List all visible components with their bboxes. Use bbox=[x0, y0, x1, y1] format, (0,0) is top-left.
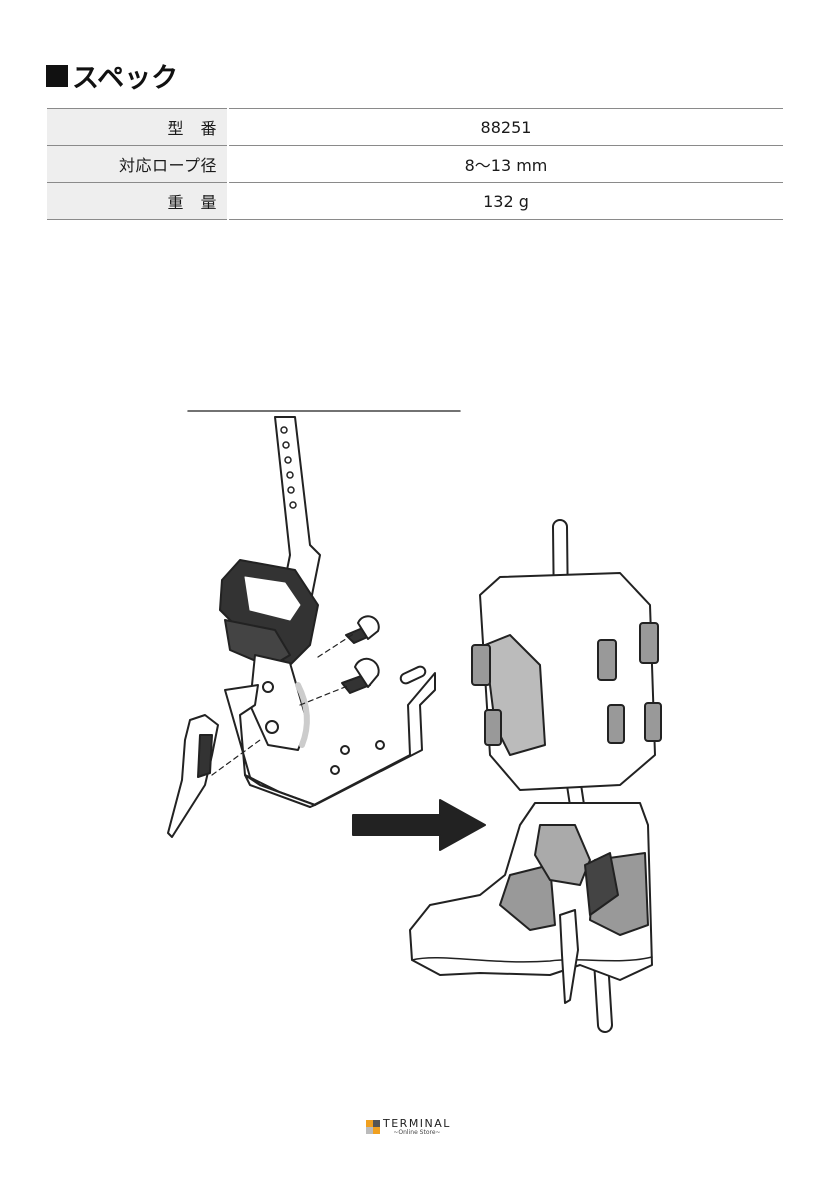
table-row: 対応ロープ径 8～13 mm bbox=[47, 145, 783, 183]
table-row: 型 番 88251 bbox=[47, 108, 783, 146]
spec-key-rope-diameter: 対応ロープ径 bbox=[47, 145, 229, 183]
spec-value-rope-diameter: 8～13 mm bbox=[228, 145, 783, 183]
table-row: 重 量 132 g bbox=[47, 182, 783, 220]
footer-sub: ~Online Store~ bbox=[393, 1129, 441, 1136]
spec-table: 型 番 88251 対応ロープ径 8～13 mm 重 量 132 g bbox=[47, 108, 783, 220]
footer-logo: TERMINAL ~Online Store~ bbox=[366, 1118, 451, 1136]
spec-key-weight: 重 量 bbox=[47, 182, 229, 220]
exploded-view-drawing bbox=[167, 416, 436, 838]
section-heading: スペック bbox=[46, 56, 178, 95]
mounted-view-drawing bbox=[409, 519, 662, 1033]
spec-value-weight: 132 g bbox=[228, 182, 783, 220]
arrow-right-icon bbox=[352, 799, 486, 851]
spec-key-model: 型 番 bbox=[47, 108, 229, 146]
footer-brand: TERMINAL bbox=[383, 1117, 451, 1130]
spec-value-model: 88251 bbox=[228, 108, 783, 146]
terminal-logo-icon bbox=[366, 1120, 380, 1134]
section-heading-text: スペック bbox=[72, 63, 179, 94]
product-illustration bbox=[167, 410, 662, 1033]
square-bullet-icon bbox=[46, 64, 68, 87]
